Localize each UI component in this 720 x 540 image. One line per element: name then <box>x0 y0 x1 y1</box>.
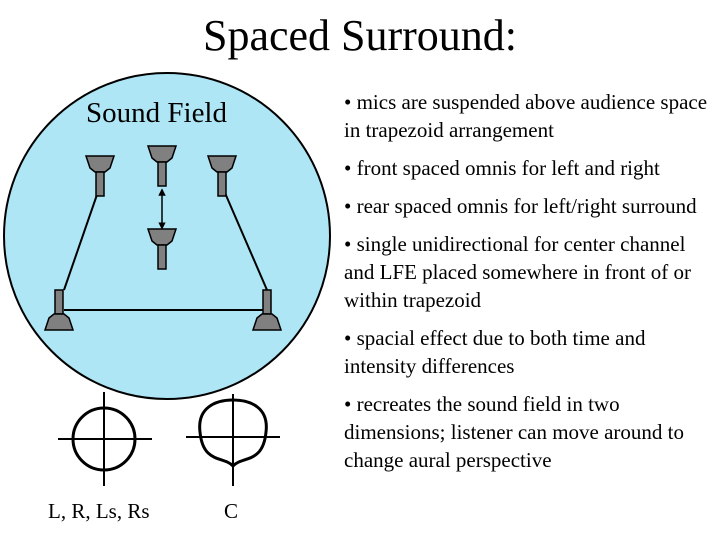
bullet-item: • front spaced omnis for left and right <box>344 156 660 180</box>
bullet-item: • rear spaced omnis for left/right surro… <box>344 194 697 218</box>
slide-title: Spaced Surround: <box>202 11 518 60</box>
sound-field-label: Sound Field <box>86 97 227 129</box>
cardioid-polar-pattern-icon <box>186 394 280 486</box>
trapezoid-outline <box>63 185 268 311</box>
bullet-item: • spacial effect due to both time and in… <box>344 326 646 378</box>
cardioid-pattern-label: C <box>224 499 239 523</box>
omni-pattern-label: L, R, Ls, Rs <box>48 499 150 523</box>
bullet-list: • mics are suspended above audience spac… <box>344 88 714 474</box>
bullet-item: • recreates the sound field in two dimen… <box>344 392 685 472</box>
bullet-item: • single unidirectional for center chann… <box>344 232 691 312</box>
bullet-item: • mics are suspended above audience spac… <box>344 90 708 142</box>
omni-polar-pattern-icon <box>58 392 152 486</box>
